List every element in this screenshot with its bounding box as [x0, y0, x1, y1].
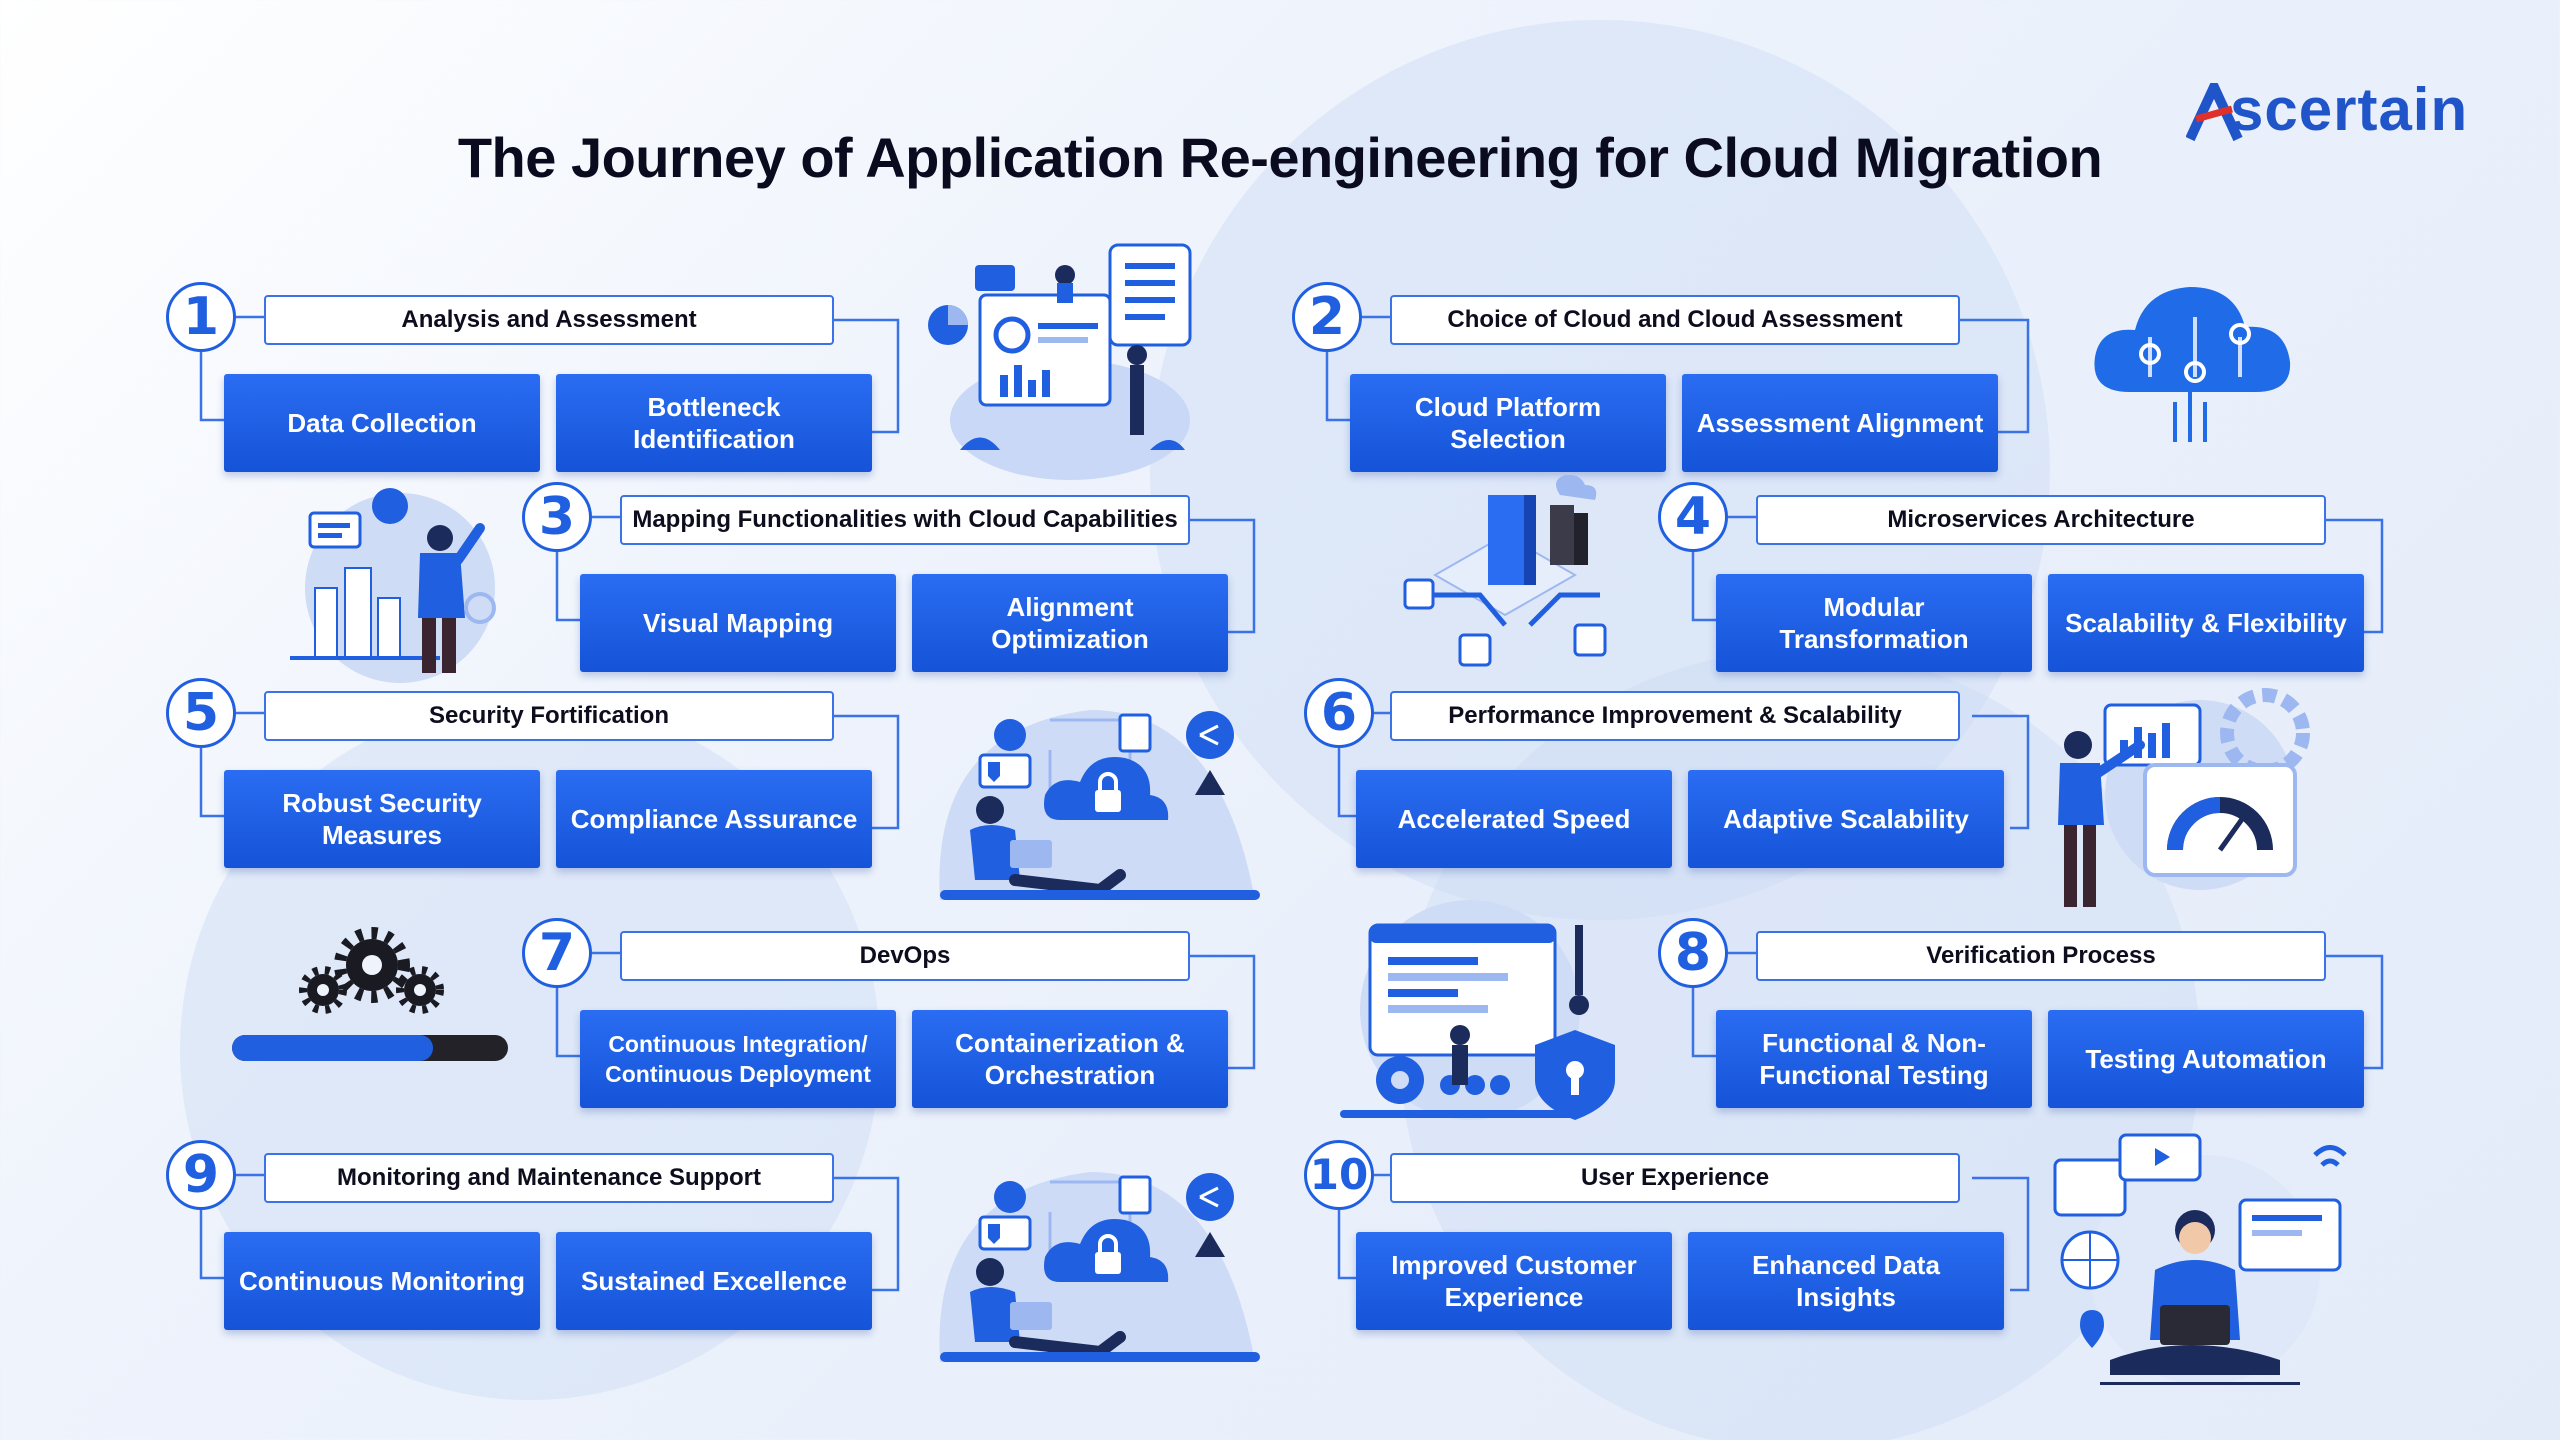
connector-lines [555, 515, 1256, 634]
step-item: Cloud Platform Selection [1350, 374, 1666, 472]
step-number: 3 [522, 482, 592, 552]
performance-gauge-illustration [2058, 688, 2310, 907]
cloud-network-icon [2094, 287, 2291, 442]
step-item: Assessment Alignment [1682, 374, 1998, 472]
progress-bar [232, 1035, 508, 1061]
step-item: Robust Security Measures [224, 770, 540, 868]
brand-logo: scertain [2186, 75, 2476, 155]
page-title: The Journey of Application Re-engineerin… [457, 126, 2103, 189]
step-item: Compliance Assurance [556, 770, 872, 868]
step-number: 6 [1304, 678, 1374, 748]
step-5: 5 Security Fortification Robust Security… [166, 678, 1226, 878]
step-title: User Experience [1390, 1153, 1960, 1203]
step-number: 7 [522, 918, 592, 988]
step-item: Data Collection [224, 374, 540, 472]
step-number: 8 [1658, 918, 1728, 988]
connector-lines [199, 315, 900, 434]
step-item: Enhanced Data Insights [1688, 1232, 2004, 1330]
step-7: 7 DevOps Continuous Integration/ Continu… [522, 918, 1582, 1118]
server-network-illustration [1403, 475, 1607, 667]
step-item: Bottleneck Identification [556, 374, 872, 472]
step-item: Accelerated Speed [1356, 770, 1672, 868]
step-6: 6 Performance Improvement & Scalability … [1304, 678, 2364, 878]
step-number: 4 [1658, 482, 1728, 552]
step-10: 10 User Experience Improved Customer Exp… [1304, 1140, 2364, 1340]
step-4: 4 Microservices Architecture Modular Tra… [1658, 482, 2560, 682]
step-item: Adaptive Scalability [1688, 770, 2004, 868]
step-item: Continuous Monitoring [224, 1232, 540, 1330]
analyst-illustration [290, 488, 496, 683]
step-8: 8 Verification Process Functional & Non-… [1658, 918, 2560, 1118]
step-item: Modular Transformation [1716, 574, 2032, 672]
step-item: Functional & Non-Functional Testing [1716, 1010, 2032, 1108]
logo-wordmark: scertain [2230, 76, 2469, 143]
step-title: Performance Improvement & Scalability [1390, 691, 1960, 741]
connector-lines [199, 1173, 900, 1292]
step-title: Security Fortification [264, 691, 834, 741]
step-item: Improved Customer Experience [1356, 1232, 1672, 1330]
step-number: 10 [1304, 1140, 1374, 1210]
step-item: Sustained Excellence [556, 1232, 872, 1330]
cloud-security-illustration [939, 1172, 1260, 1362]
step-3: 3 Mapping Functionalities with Cloud Cap… [522, 482, 1582, 682]
step-number: 1 [166, 282, 236, 352]
connector-lines [1325, 315, 2030, 434]
step-title: Verification Process [1756, 931, 2326, 981]
connector-lines [555, 951, 1256, 1070]
progress-fill [232, 1035, 434, 1061]
step-title: DevOps [620, 931, 1190, 981]
step-title: Monitoring and Maintenance Support [264, 1153, 834, 1203]
user-experience-illustration [2053, 1133, 2347, 1385]
connector-lines [199, 711, 900, 830]
logo-a-icon [2186, 83, 2243, 142]
step-title: Analysis and Assessment [264, 295, 834, 345]
step-number: 2 [1292, 282, 1362, 352]
step-item: Visual Mapping [580, 574, 896, 672]
step-1: 1 Analysis and Assessment Data Collectio… [166, 282, 1226, 482]
step-title: Mapping Functionalities with Cloud Capab… [620, 495, 1190, 545]
step-9: 9 Monitoring and Maintenance Support Con… [166, 1140, 1226, 1340]
analytics-dashboard-illustration [928, 243, 1192, 480]
step-number: 5 [166, 678, 236, 748]
step-item: Continuous Integration/ Continuous Deplo… [580, 1010, 896, 1108]
connector-lines [1691, 515, 2384, 634]
step-item: Scalability & Flexibility [2048, 574, 2364, 672]
step-title: Microservices Architecture [1756, 495, 2326, 545]
step-item: Alignment Optimization [912, 574, 1228, 672]
step-item: Containerization & Orchestration [912, 1010, 1228, 1108]
gears-progress-icon [230, 920, 515, 1070]
step-2: 2 Choice of Cloud and Cloud Assessment C… [1292, 282, 2352, 482]
step-item: Testing Automation [2048, 1010, 2364, 1108]
step-number: 9 [166, 1140, 236, 1210]
cloud-security-illustration [939, 710, 1260, 900]
connector-lines [1691, 951, 2384, 1070]
testing-illustration [1340, 900, 1615, 1120]
step-title: Choice of Cloud and Cloud Assessment [1390, 295, 1960, 345]
